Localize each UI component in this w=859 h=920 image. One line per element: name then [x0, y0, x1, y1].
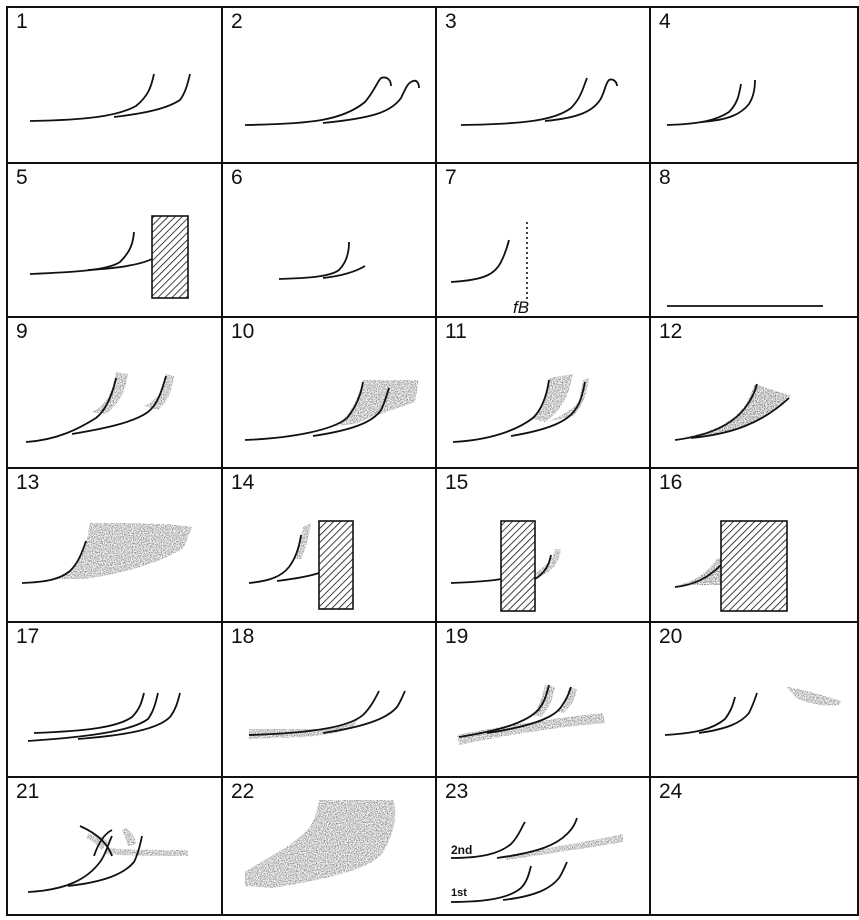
curve-diagram: 2nd 1st	[437, 778, 649, 914]
panel-9: 9	[6, 316, 223, 469]
curve-diagram	[223, 164, 435, 316]
panel-8: 8	[649, 162, 859, 318]
panel-11: 11	[435, 316, 651, 469]
curve-diagram	[651, 623, 857, 776]
hatched-barrier	[319, 521, 353, 609]
label-2nd: 2nd	[451, 843, 472, 857]
curve-diagram	[223, 778, 435, 914]
curve-diagram	[651, 469, 857, 621]
curve-diagram	[437, 623, 649, 776]
panel-15: 15	[435, 467, 651, 623]
panel-23: 23 2nd 1st	[435, 776, 651, 916]
curve-diagram	[8, 8, 221, 162]
curve-diagram	[223, 623, 435, 776]
curve-diagram	[8, 623, 221, 776]
panel-21: 21	[6, 776, 223, 916]
curve-diagram: fB	[437, 164, 649, 316]
panel-1: 1	[6, 6, 223, 164]
panel-19: 19	[435, 621, 651, 778]
panel-20: 20	[649, 621, 859, 778]
curve-diagram	[437, 318, 649, 467]
panel-5: 5	[6, 162, 223, 318]
panel-12: 12	[649, 316, 859, 469]
panel-6: 6	[221, 162, 437, 318]
panel-14: 14	[221, 467, 437, 623]
hatched-barrier	[721, 521, 787, 611]
panel-13: 13	[6, 467, 223, 623]
panel-7: 7 fB	[435, 162, 651, 318]
label-1st: 1st	[451, 887, 467, 899]
curve-diagram	[8, 778, 221, 914]
panel-17: 17	[6, 621, 223, 778]
panel-3: 3	[435, 6, 651, 164]
curve-diagram	[8, 164, 221, 316]
panel-22: 22	[221, 776, 437, 916]
curve-diagram	[8, 318, 221, 467]
curve-diagram	[223, 469, 435, 621]
panel-2: 2	[221, 6, 437, 164]
panel-24: 24	[649, 776, 859, 916]
curve-diagram	[223, 318, 435, 467]
curve-diagram	[223, 8, 435, 162]
boundary-label: fB	[513, 298, 529, 316]
hatched-barrier	[152, 216, 188, 298]
panel-16: 16	[649, 467, 859, 623]
panel-4: 4	[649, 6, 859, 164]
curve-diagram	[651, 318, 857, 467]
curve-diagram	[437, 469, 649, 621]
panel-number: 24	[659, 781, 682, 802]
figure-grid: 1 2 3 4	[6, 6, 859, 916]
curve-diagram	[651, 8, 857, 162]
panel-18: 18	[221, 621, 437, 778]
curve-diagram	[437, 8, 649, 162]
curve-diagram	[8, 469, 221, 621]
panel-10: 10	[221, 316, 437, 469]
hatched-barrier	[501, 521, 535, 611]
curve-diagram	[651, 164, 857, 316]
